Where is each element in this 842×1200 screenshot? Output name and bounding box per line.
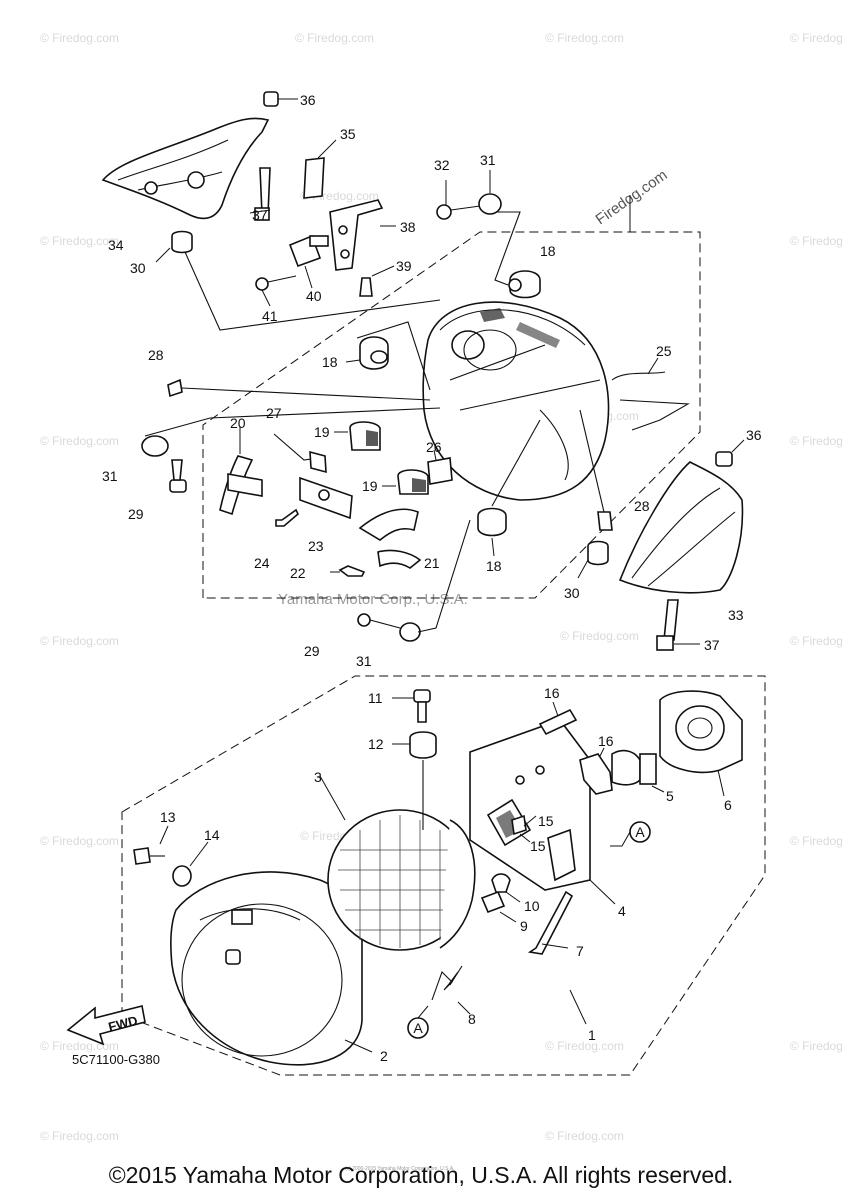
callout-number: 11	[368, 690, 383, 706]
watermark: © Firedog.com	[40, 434, 119, 448]
callout-number: 16	[598, 733, 614, 749]
callout-number: 36	[300, 92, 316, 108]
fwd-label: FWD	[107, 1013, 139, 1035]
callout-number: 13	[160, 809, 176, 825]
callout-number: 33	[728, 607, 744, 623]
lower-assembly: A A FWD	[66, 675, 766, 1076]
callout-number: 5	[666, 788, 674, 804]
callout-number: 26	[426, 439, 442, 455]
callout-number: 18	[322, 354, 338, 370]
callout-number: 32	[434, 157, 450, 173]
callout-number: 30	[130, 260, 146, 276]
callout-number: 38	[400, 219, 416, 235]
callout-number: 16	[544, 685, 560, 701]
callout-number: 15	[538, 813, 554, 829]
callout-number: 31	[102, 468, 118, 484]
watermark: © Firedog.com	[790, 434, 842, 448]
callout-number: 25	[656, 343, 672, 359]
callout-number: 1	[588, 1027, 596, 1043]
callout-number: 22	[290, 565, 306, 581]
callout-number: 41	[262, 308, 278, 324]
copyright-notice: ©2015 Yamaha Motor Corporation, U.S.A. A…	[108, 1162, 734, 1188]
watermark: © Firedog.com	[790, 834, 842, 848]
watermark: © Firedog.com	[545, 31, 624, 45]
callout-number: 10	[524, 898, 540, 914]
drawing-code: 5C71100-G380	[72, 1052, 160, 1067]
watermark-brand: Firedog.com	[593, 167, 671, 229]
callout-number: 31	[480, 152, 496, 168]
credit-watermark: Yamaha Motor Corp., U.S.A.	[278, 591, 468, 608]
callout-number: 28	[634, 498, 650, 514]
callout-number: 15	[530, 838, 546, 854]
callout-number: 23	[308, 538, 324, 554]
callout-number: 2	[380, 1048, 388, 1064]
callout-number: 34	[108, 237, 124, 253]
callout-number: 18	[486, 558, 502, 574]
callout-number: 14	[204, 827, 220, 843]
callout-number: 18	[540, 243, 556, 259]
upper-assembly	[101, 91, 745, 651]
watermark: © Firedog.com	[40, 1129, 119, 1143]
callout-number: 28	[148, 347, 164, 363]
callout-number: 27	[266, 405, 282, 421]
watermark: © Firedog.com	[40, 1039, 119, 1053]
callout-number: 21	[424, 555, 440, 571]
watermark: © Firedog.com	[560, 629, 639, 643]
callout-number: 29	[128, 506, 144, 522]
callout-number: 24	[254, 555, 270, 571]
callout-number: 19	[314, 424, 330, 440]
callout-number: 8	[468, 1011, 476, 1027]
watermark: © Firedog.com	[545, 1039, 624, 1053]
lens-pattern	[338, 815, 462, 948]
callout-number: 39	[396, 258, 412, 274]
callout-number: 3	[314, 769, 322, 785]
callout-number: 35	[340, 126, 356, 142]
watermark: © Firedog.com	[790, 234, 842, 248]
watermark: © Firedog.com	[790, 634, 842, 648]
callout-number: 19	[362, 478, 378, 494]
callout-number: 20	[230, 415, 246, 431]
watermark: © Firedog.com	[790, 1039, 842, 1053]
callout-number: 7	[576, 943, 584, 959]
callout-number: 37	[252, 207, 268, 223]
callout-number: 29	[304, 643, 320, 659]
fine-print: (c) 2000-2015 Yamaha Motor Corporation, …	[345, 1166, 455, 1172]
callout-labels: 1 2 3 4 5 6 7 8 9 10 11 12 13 14 15 15 1…	[102, 92, 762, 1064]
callout-number: 9	[520, 918, 528, 934]
watermark: © Firedog.com	[40, 634, 119, 648]
watermark: © Firedog.com	[545, 1129, 624, 1143]
reference-marker: A	[413, 1020, 423, 1036]
callout-number: 30	[564, 585, 580, 601]
callout-number: 36	[746, 427, 762, 443]
callout-number: 37	[704, 637, 720, 653]
watermark: © Firedog.com	[40, 834, 119, 848]
watermark: © Firedog.com	[40, 234, 119, 248]
callout-number: 12	[368, 736, 384, 752]
watermark: © Firedog.com	[790, 31, 842, 45]
callout-number: 31	[356, 653, 372, 669]
callout-number: 4	[618, 903, 626, 919]
callout-number: 40	[306, 288, 322, 304]
reference-marker: A	[635, 824, 645, 840]
watermark: © Firedog.com	[40, 31, 119, 45]
callout-number: 6	[724, 797, 732, 813]
watermark: © Firedog.com	[295, 31, 374, 45]
